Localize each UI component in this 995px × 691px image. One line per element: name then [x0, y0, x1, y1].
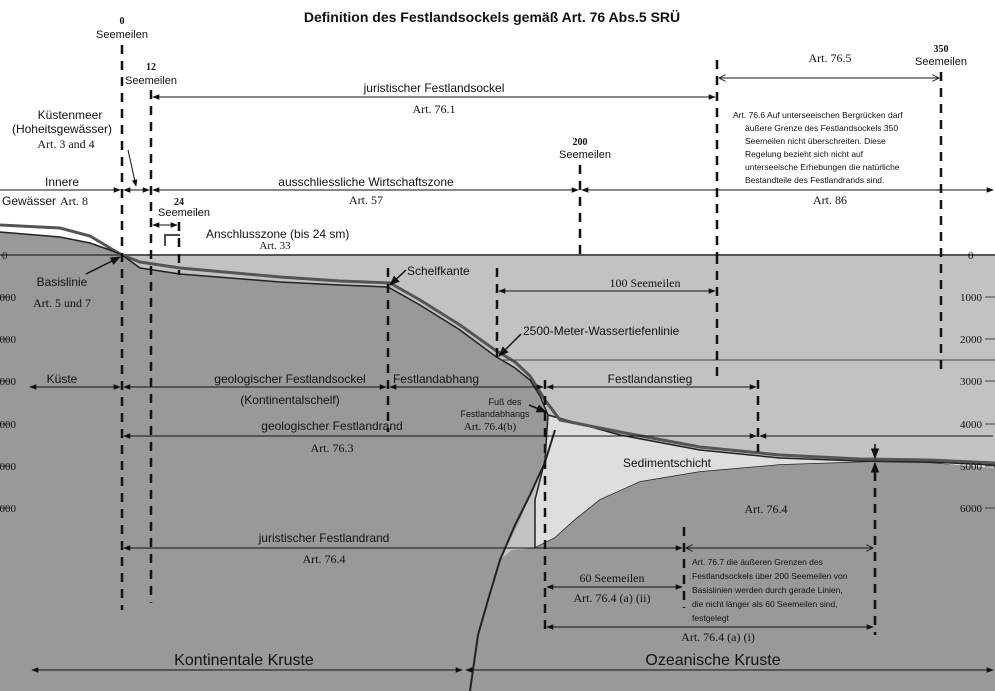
- label-60nm: 60 Seemeilen: [580, 571, 645, 585]
- label-art764b: Art. 76.4(b): [464, 421, 517, 433]
- label-art5und7: Art. 5 und 7: [33, 296, 91, 310]
- pointer-2500m: [498, 333, 522, 357]
- label-anschlusszone: Anschlusszone (bis 24 sm): [206, 227, 349, 241]
- label-art764ai: Art. 76.4 (a) (i): [681, 630, 755, 644]
- depth-label-right-1000: 1000: [960, 292, 983, 304]
- label-art765: Art. 76.5: [809, 51, 852, 65]
- label-geo-festlandrand: geologischer Festlandrand: [261, 419, 402, 433]
- depth-label-right-4000: 4000: [960, 419, 983, 431]
- label-art3und4: Art. 3 and 4: [37, 137, 94, 151]
- label-art767-line1: Art. 76.7 die äußeren Grenzen des: [692, 557, 823, 567]
- pointer-kuestenmeer: [127, 149, 138, 187]
- label-0nm-value: 0: [120, 16, 125, 27]
- label-gewaesser: Gewässer: [2, 194, 56, 208]
- depth-label-right-0: 0: [968, 250, 974, 262]
- label-awz: ausschliessliche Wirtschaftszone: [278, 175, 454, 189]
- label-350nm-value: 350: [934, 44, 949, 55]
- label-art764: Art. 76.4: [303, 552, 346, 566]
- diagram-title: Definition des Festlandsockels gemäß Art…: [304, 9, 680, 25]
- depth-label-left-5000: 5000: [0, 461, 17, 473]
- label-innere: Innere: [45, 175, 79, 189]
- label-art764aii: Art. 76.4 (a) (ii): [574, 591, 651, 605]
- depth-label-right-6000: 6000: [960, 503, 983, 515]
- label-art761: Art. 76.1: [413, 102, 456, 116]
- label-art766-line2: äußere Grenze des Festlandsockels 350: [745, 123, 898, 133]
- label-24nm-unit: Seemeilen: [158, 207, 210, 219]
- depth-label-left-6000: 6000: [0, 503, 17, 515]
- label-fuss-des: Fuß des: [488, 397, 522, 407]
- label-geo-festlandsockel: geologischer Festlandsockel: [214, 372, 365, 386]
- label-jur-festlandrand: juristischer Festlandrand: [258, 531, 390, 545]
- label-art57: Art. 57: [349, 193, 383, 207]
- label-festlandanstieg: Festlandanstieg: [608, 372, 693, 386]
- depth-label-right-5000: 5000: [960, 461, 983, 473]
- label-200nm-value: 200: [573, 137, 588, 148]
- label-art766-line6: Bestandteile des Festlandrands sind.: [745, 175, 884, 185]
- depth-label-right-2000: 2000: [960, 334, 983, 346]
- depth-label-right-3000: 3000: [960, 376, 983, 388]
- label-12nm-value: 12: [146, 62, 156, 73]
- label-art766-line4: Regelung bezieht sich nicht auf: [745, 149, 864, 159]
- label-art86: Art. 86: [813, 193, 847, 207]
- label-kontinentalschelf: (Kontinentalschelf): [240, 393, 339, 407]
- label-ozeanische-kruste: Ozeanische Kruste: [645, 652, 780, 669]
- label-hoheitsgewaesser: (Hoheitsgewässer): [12, 122, 112, 136]
- depth-label-left-3000: 3000: [0, 376, 17, 388]
- label-art763: Art. 76.3: [311, 441, 354, 455]
- crust-boundary-line: [469, 429, 556, 691]
- label-0nm-unit: Seemeilen: [96, 29, 148, 41]
- depth-label-left-1000: 1000: [0, 292, 17, 304]
- label-art8: Art. 8: [60, 194, 88, 208]
- pointer-schelfkante: [389, 269, 407, 286]
- label-kuestenmeer: Küstenmeer: [38, 108, 103, 122]
- label-art767-line2: Festlandsockels über 200 Seemeilen von: [692, 571, 848, 581]
- label-schelfkante: Schelfkante: [407, 264, 470, 278]
- label-art766-line5: unterseeische Erhebungen die natürliche: [745, 162, 900, 172]
- label-basislinie: Basislinie: [37, 275, 88, 289]
- continental-crust-area: [0, 232, 555, 691]
- label-art767-line3: Basislinien werden durch gerade Linien,: [692, 585, 843, 595]
- label-art767-line5: festgelegt: [692, 613, 729, 623]
- label-kueste: Küste: [47, 372, 78, 386]
- label-sedimentschicht: Sedimentschicht: [623, 456, 712, 470]
- depth-label-left-0: 0: [2, 250, 8, 262]
- label-art764-top: Art. 76.4: [745, 502, 788, 516]
- label-art767-line4: die nicht länger als 60 Seemeilen sind,: [692, 599, 838, 609]
- label-24nm-value: 24: [174, 197, 184, 208]
- label-kontinentale-kruste: Kontinentale Kruste: [174, 652, 314, 669]
- pointer-fuss: [528, 404, 547, 413]
- label-festlandabhang: Festlandabhang: [393, 372, 479, 386]
- label-festlandabhangs: Festlandabhangs: [460, 409, 530, 419]
- label-jur-festlandsockel: juristischer Festlandsockel: [363, 81, 505, 95]
- label-12nm-unit: Seemeilen: [125, 75, 177, 87]
- label-100nm: 100 Seemeilen: [610, 276, 681, 290]
- label-art766-line3: Seemeilen nicht überschreiten. Diese: [745, 136, 886, 146]
- label-2500m-line: 2500-Meter-Wassertiefenlinie: [523, 324, 680, 338]
- label-art33: Art. 33: [259, 240, 291, 252]
- oceanic-crust-area: [470, 462, 995, 691]
- label-200nm-unit: Seemeilen: [559, 149, 611, 161]
- label-art766-line1: Art. 76.6 Auf unterseeischen Bergrücken …: [733, 110, 903, 120]
- label-350nm-unit: Seemeilen: [915, 56, 967, 68]
- depth-label-left-4000: 4000: [0, 419, 17, 431]
- pointer-basislinie: [85, 256, 121, 275]
- depth-label-left-2000: 2000: [0, 334, 17, 346]
- anschlusszone-bracket: [164, 234, 180, 246]
- seabed-profile-inner: [0, 231, 549, 416]
